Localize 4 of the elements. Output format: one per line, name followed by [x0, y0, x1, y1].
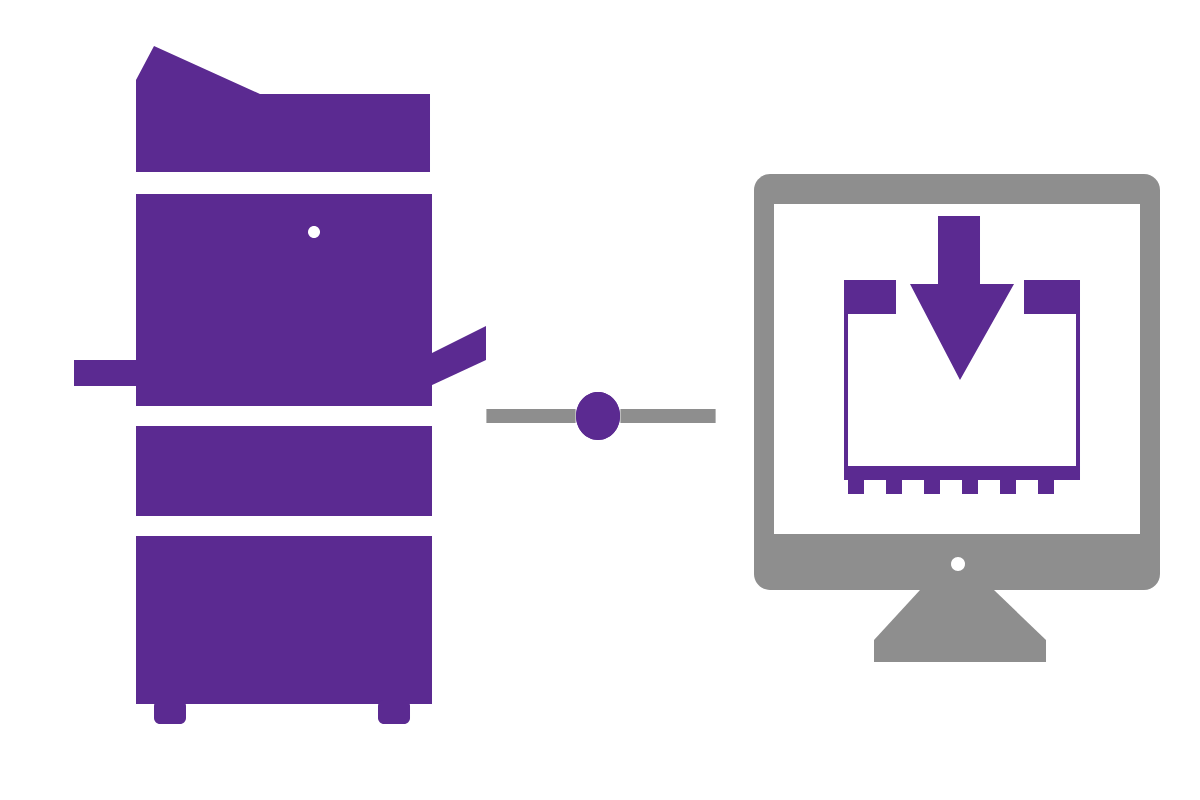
- computer-monitor: [754, 174, 1160, 662]
- printer-illustration: [74, 46, 486, 724]
- cable-line: [620, 409, 716, 423]
- cable-line: [486, 409, 576, 423]
